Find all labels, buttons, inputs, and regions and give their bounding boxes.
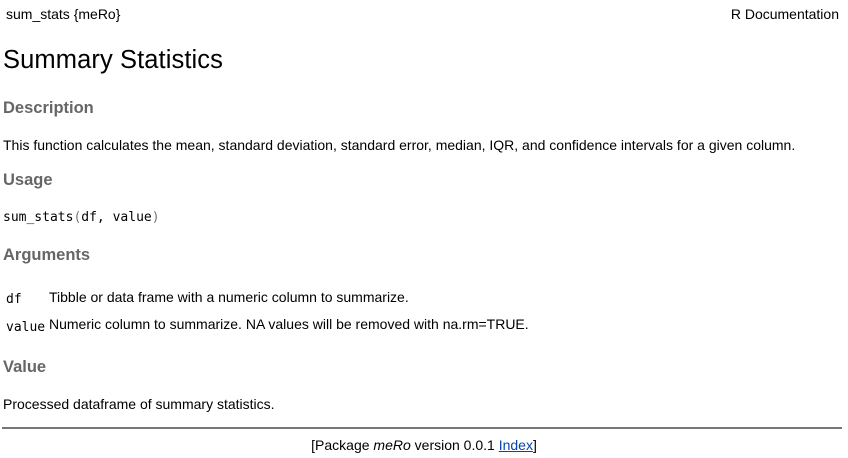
arguments-heading: Arguments (3, 246, 91, 264)
usage-code: sum_stats(df, value) (3, 210, 160, 225)
usage-args: df, value (81, 210, 152, 225)
usage-heading: Usage (3, 171, 53, 189)
argument-description: Numeric column to summarize. NA values w… (49, 316, 529, 332)
footer-divider (2, 427, 842, 429)
footer-prefix: [Package (311, 437, 374, 453)
topic-name: sum_stats {meRo} (6, 6, 121, 22)
usage-function-name: sum_stats (3, 210, 74, 225)
value-heading: Value (3, 358, 47, 376)
index-link[interactable]: Index (498, 437, 533, 453)
footer-suffix: ] (532, 437, 537, 453)
argument-name: df (6, 292, 22, 307)
usage-close-paren: ) (151, 210, 160, 225)
page-title: Summary Statistics (3, 46, 224, 74)
package-footer: [Package meRo version 0.0.1 Index] (0, 437, 848, 453)
value-text: Processed dataframe of summary statistic… (3, 396, 275, 412)
usage-open-paren: ( (73, 210, 82, 225)
argument-name: value (6, 320, 46, 335)
package-name: meRo (373, 437, 411, 453)
argument-description: Tibble or data frame with a numeric colu… (49, 289, 409, 305)
doc-header: sum_stats {meRo} R Documentation (6, 6, 839, 24)
package-version: version 0.0.1 (410, 437, 499, 453)
description-text: This function calculates the mean, stand… (3, 137, 796, 153)
doc-type-label: R Documentation (730, 6, 839, 22)
description-heading: Description (3, 99, 94, 117)
